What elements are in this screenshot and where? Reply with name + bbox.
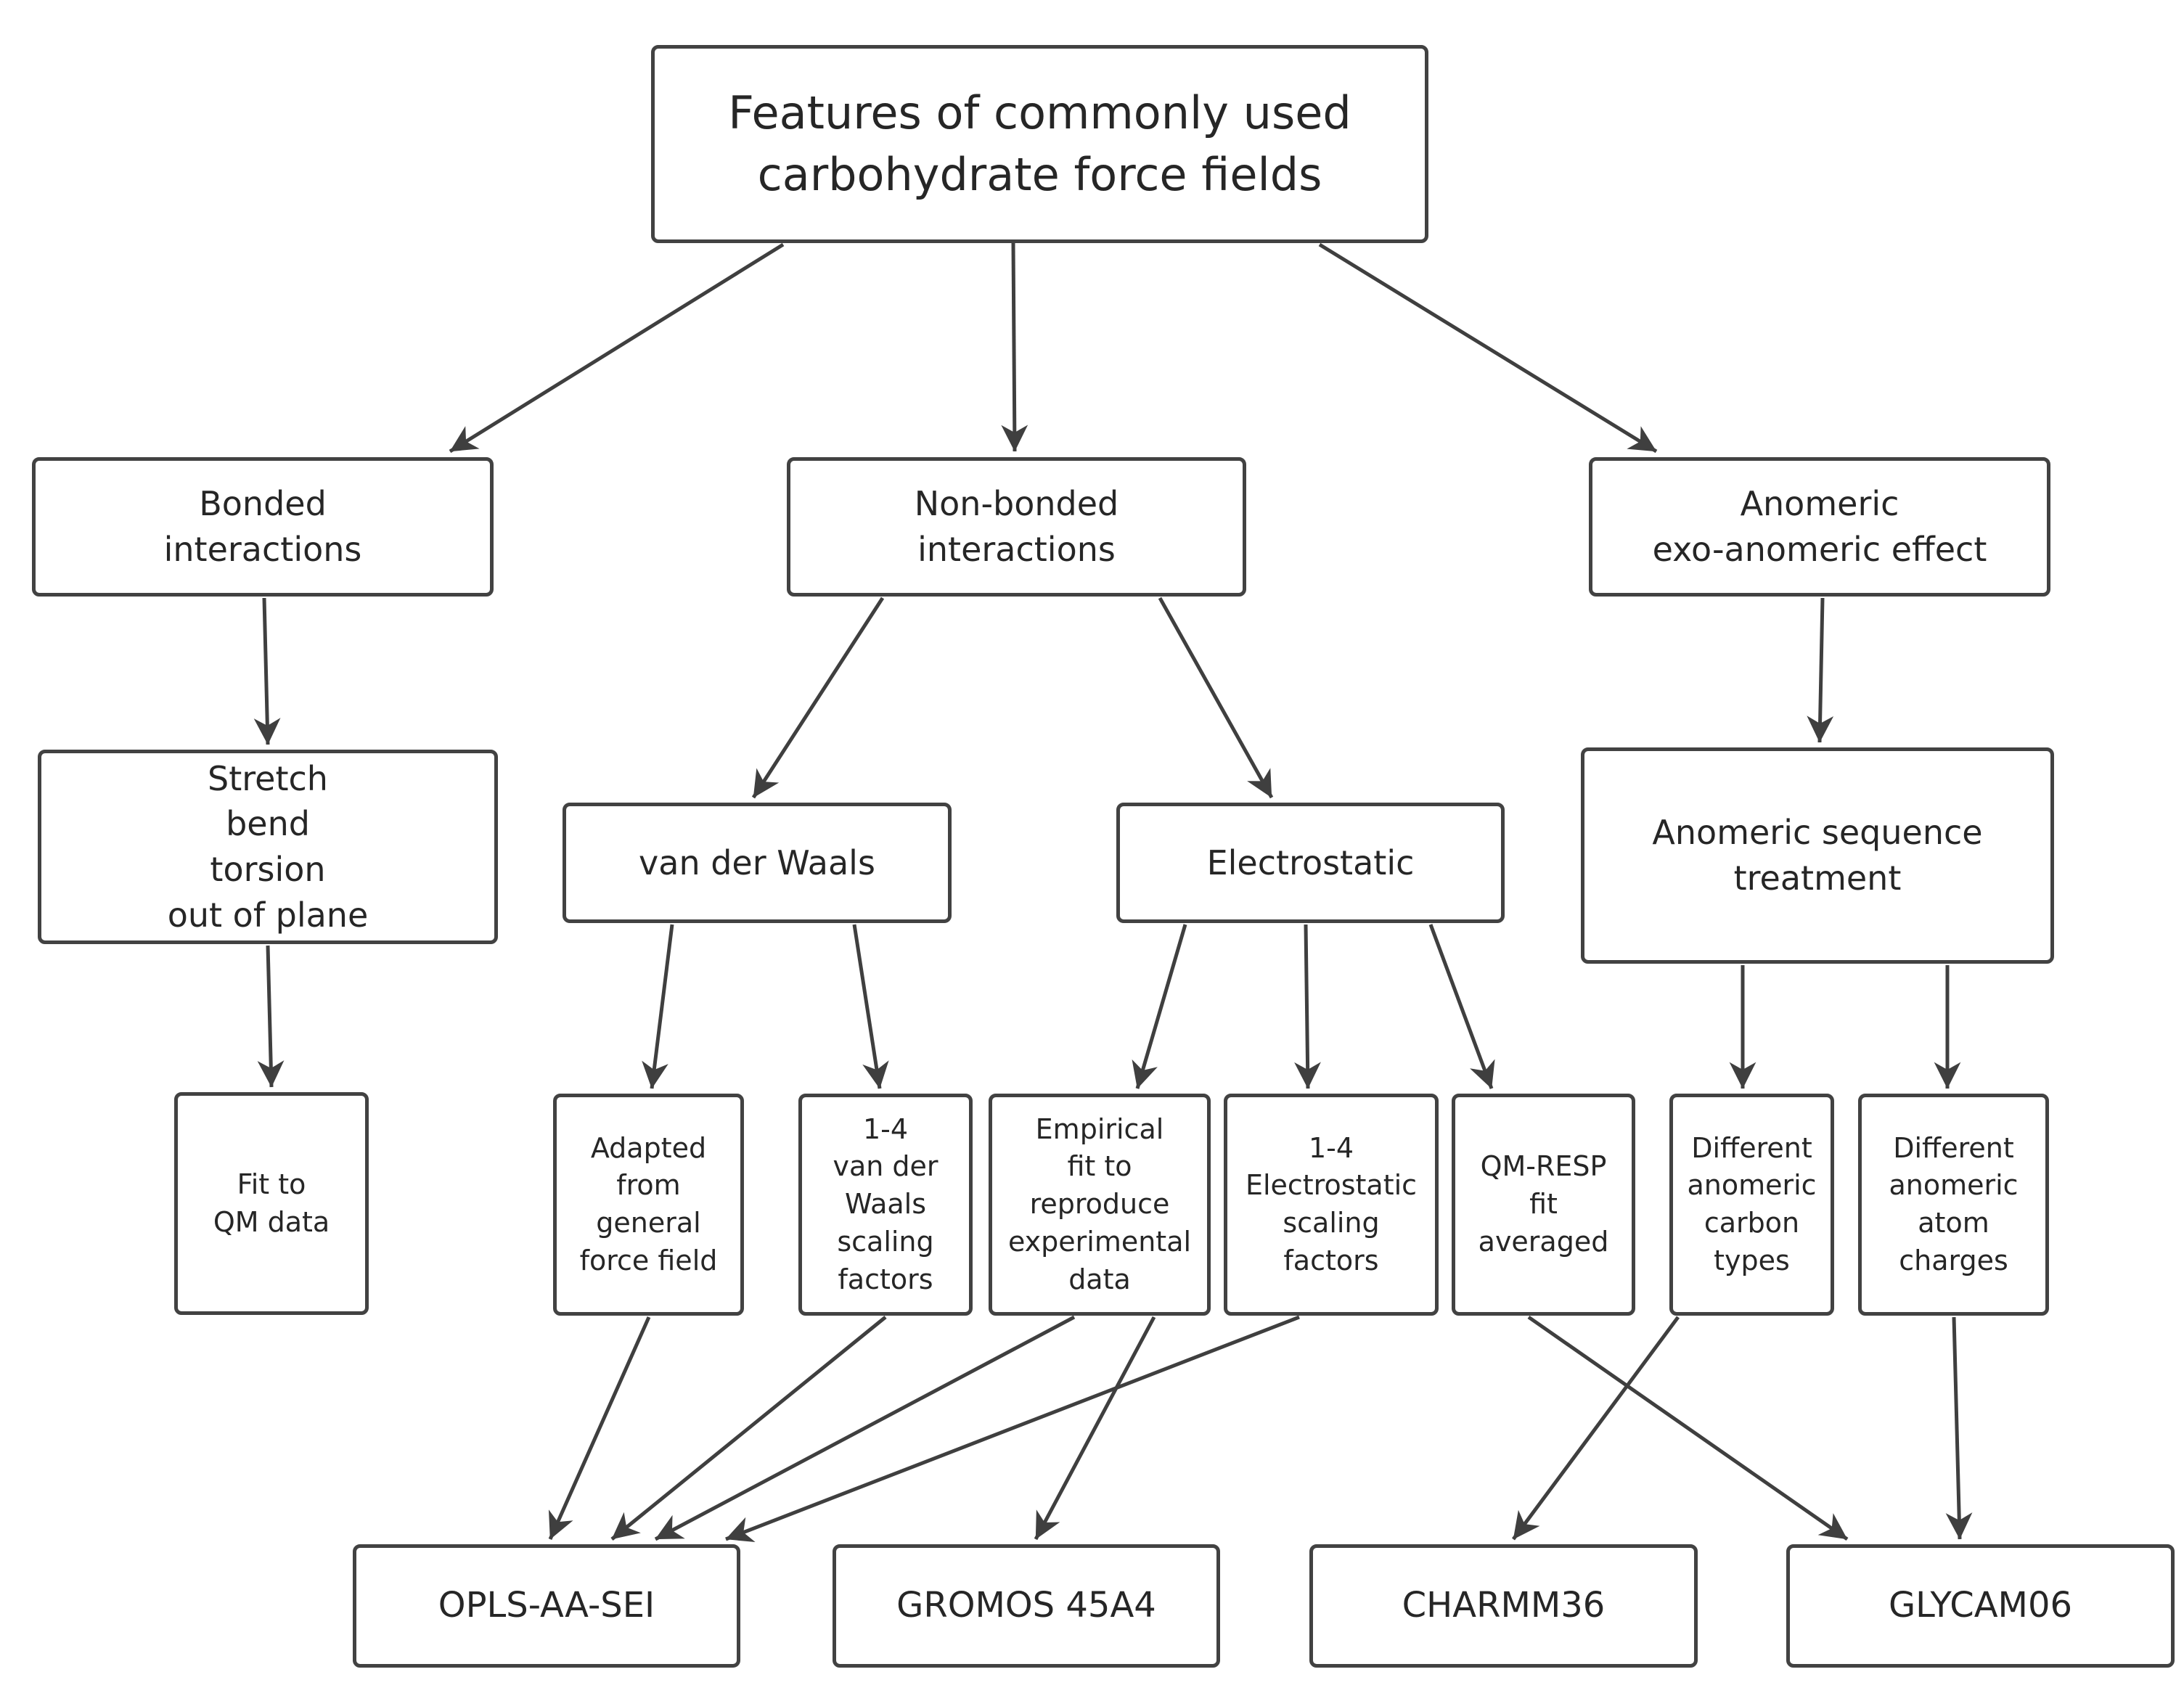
node-qm-resp-fit-averaged: QM-RESP fit averaged bbox=[1452, 1094, 1635, 1316]
edge-qmresp-glycam bbox=[1527, 1315, 1849, 1541]
node-qm-resp-label: QM-RESP fit averaged bbox=[1478, 1150, 1609, 1258]
node-root-label: Features of commonly used carbohydrate f… bbox=[728, 86, 1351, 201]
node-charmm-label: CHARMM36 bbox=[1402, 1585, 1606, 1626]
node-anomeric-effect-label: Anomeric exo-anomeric effect bbox=[1652, 484, 1987, 569]
node-different-anomeric-carbon-types: Different anomeric carbon types bbox=[1669, 1094, 1834, 1316]
node-gromos-45a4: GROMOS 45A4 bbox=[833, 1544, 1220, 1668]
edge-vdwscaling-opls bbox=[610, 1316, 887, 1541]
edge-electrostatic-empirical bbox=[1132, 924, 1187, 1089]
node-nonbonded-interactions: Non-bonded interactions bbox=[787, 457, 1246, 597]
edge-vdw-adapted bbox=[642, 924, 674, 1089]
edge-vdw-vdwscaling bbox=[852, 924, 889, 1089]
node-14-vdw-scaling-factors: 1-4 van der Waals scaling factors bbox=[798, 1094, 973, 1316]
edge-empirical-opls bbox=[654, 1315, 1076, 1541]
node-anomeric-sequence-treatment: Anomeric sequence treatment bbox=[1581, 747, 2054, 964]
node-charmm36: CHARMM36 bbox=[1309, 1544, 1698, 1668]
node-glycam-label: GLYCAM06 bbox=[1888, 1585, 2073, 1626]
edge-elecscaling-opls bbox=[725, 1315, 1300, 1543]
node-root-title: Features of commonly used carbohydrate f… bbox=[651, 45, 1428, 243]
edge-electrostatic-qmresp bbox=[1428, 924, 1495, 1089]
edge-root-nonbonded bbox=[1001, 242, 1028, 452]
edge-root-anomeric bbox=[1318, 242, 1658, 454]
node-anomeric-seq-label: Anomeric sequence treatment bbox=[1652, 813, 1983, 898]
edge-atomcharges-glycam bbox=[1945, 1316, 1973, 1540]
node-opls-aa-sei: OPLS-AA-SEI bbox=[353, 1544, 740, 1668]
node-elec-scaling-label: 1-4 Electrostatic scaling factors bbox=[1245, 1131, 1418, 1276]
node-bonded-label: Bonded interactions bbox=[163, 484, 362, 569]
node-stretch-bend-torsion: Stretch bend torsion out of plane bbox=[38, 750, 498, 944]
node-14-electrostatic-scaling-factors: 1-4 Electrostatic scaling factors bbox=[1224, 1094, 1439, 1316]
node-nonbonded-label: Non-bonded interactions bbox=[914, 484, 1119, 569]
node-electrostatic: Electrostatic bbox=[1116, 803, 1505, 923]
node-vdw-scaling-label: 1-4 van der Waals scaling factors bbox=[833, 1112, 938, 1295]
edge-nonbonded-vdw bbox=[751, 597, 885, 799]
node-gromos-label: GROMOS 45A4 bbox=[896, 1585, 1156, 1626]
node-electrostatic-label: Electrostatic bbox=[1206, 843, 1415, 882]
node-atom-charges-label: Different anomeric atom charges bbox=[1889, 1131, 2019, 1276]
node-fit-qm-label: Fit to QM data bbox=[213, 1168, 330, 1238]
edge-root-bonded bbox=[449, 242, 785, 454]
node-different-anomeric-atom-charges: Different anomeric atom charges bbox=[1858, 1094, 2049, 1316]
edge-adapted-opls bbox=[548, 1316, 651, 1541]
node-empirical-fit: Empirical fit to reproduce experimental … bbox=[989, 1094, 1211, 1316]
node-vdw-label: van der Waals bbox=[639, 843, 875, 882]
node-glycam06: GLYCAM06 bbox=[1786, 1544, 2175, 1668]
edge-carbontypes-charmm bbox=[1511, 1316, 1680, 1541]
node-van-der-waals: van der Waals bbox=[563, 803, 952, 923]
node-empirical-label: Empirical fit to reproduce experimental … bbox=[1007, 1112, 1192, 1295]
edge-empirical-gromos bbox=[1034, 1316, 1156, 1541]
node-adapted-from-general-force-field: Adapted from general force field bbox=[553, 1094, 744, 1316]
node-adapted-label: Adapted from general force field bbox=[579, 1131, 718, 1276]
edge-nonbonded-electrostatic bbox=[1158, 597, 1274, 799]
node-carbon-types-label: Different anomeric carbon types bbox=[1687, 1131, 1817, 1276]
edge-bonded-stretch bbox=[253, 597, 281, 745]
node-opls-label: OPLS-AA-SEI bbox=[438, 1585, 655, 1626]
node-fit-to-qm-data: Fit to QM data bbox=[174, 1092, 369, 1315]
edge-anomeric-seq bbox=[1807, 597, 1834, 743]
edge-stretch-fitqm bbox=[257, 945, 285, 1088]
node-anomeric-exo-anomeric-effect: Anomeric exo-anomeric effect bbox=[1589, 457, 2050, 597]
edge-electrostatic-elecscaling bbox=[1294, 924, 1321, 1089]
node-bonded-interactions: Bonded interactions bbox=[32, 457, 494, 597]
node-stretch-label: Stretch bend torsion out of plane bbox=[167, 758, 369, 935]
